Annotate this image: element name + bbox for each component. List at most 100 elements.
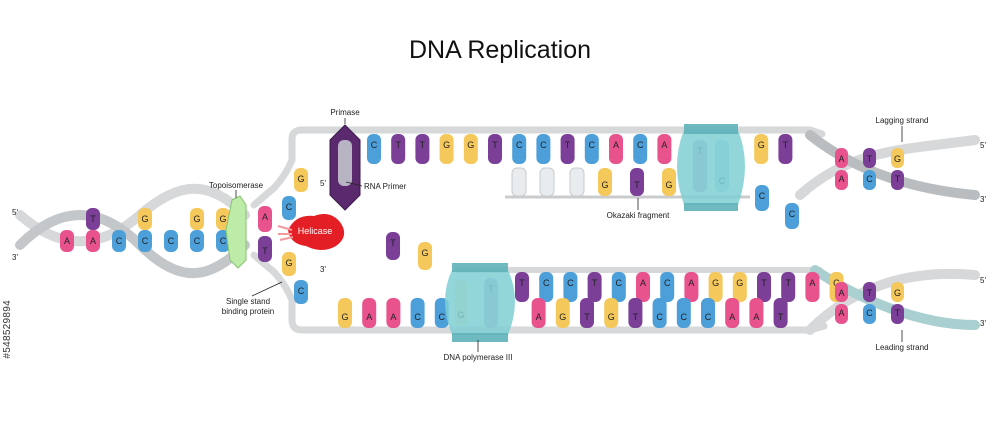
leading-strand-base: A bbox=[749, 298, 764, 328]
bottom-template-base-shape bbox=[757, 272, 771, 302]
top-strand-base-shape bbox=[536, 134, 551, 164]
upper-template-backbone bbox=[288, 126, 826, 164]
left-helix-bottom-base-shape bbox=[86, 230, 100, 252]
bottom-template-base-shape bbox=[636, 272, 650, 302]
right-helix-bottom-base-letter: A bbox=[838, 308, 844, 318]
right-helix-bottom-base-letter: C bbox=[866, 308, 873, 318]
bottom-template-base: G bbox=[708, 272, 723, 302]
left-helix-bottom-base-letter: C bbox=[168, 236, 175, 246]
bottom-template-base-letter: A bbox=[688, 278, 694, 288]
top-strand-base-letter: T bbox=[395, 140, 401, 150]
right-helix-top-base-shape bbox=[891, 170, 904, 190]
left-helix-bottom-base-shape bbox=[112, 230, 126, 252]
bottom-template-base-letter: G bbox=[712, 278, 719, 288]
bottom-template-base-shape bbox=[611, 272, 626, 302]
top-strand-base: C bbox=[512, 134, 527, 164]
fork-upper-single-base: G bbox=[294, 168, 308, 192]
upper-fork-arm bbox=[250, 156, 296, 209]
helicase bbox=[277, 214, 345, 250]
right-helix-bottom-base: T bbox=[863, 282, 876, 302]
okazaki-base-shape bbox=[598, 168, 612, 196]
left-helix-top-base-letter: G bbox=[219, 214, 226, 224]
left-bottom-end: 3' bbox=[12, 253, 18, 262]
ssb-label-line2: binding protein bbox=[222, 307, 274, 316]
free-nucleotide-mid-letter: G bbox=[421, 248, 428, 258]
free-nucleotide-mid-shape bbox=[418, 242, 432, 270]
fork-bottom-end: 3' bbox=[320, 265, 326, 274]
rna-primer-stub bbox=[539, 167, 555, 197]
leading-strand-base-shape bbox=[555, 298, 570, 328]
right-helix-bottom-base: A bbox=[835, 304, 848, 324]
leading-strand-base-shape bbox=[386, 298, 401, 328]
left-helix-top-base-letter: T bbox=[90, 214, 96, 224]
top-strand-base-letter: G bbox=[467, 140, 474, 150]
leading-strand-base-letter: C bbox=[705, 312, 712, 322]
left-helix-bottom-base: C bbox=[164, 230, 178, 252]
bottom-template-base-shape bbox=[805, 272, 820, 302]
free-nucleotide-mid-letter: T bbox=[390, 238, 396, 248]
top-strand-base: T bbox=[488, 134, 502, 164]
leading-strand-base: G bbox=[604, 298, 619, 328]
bottom-template-base-shape bbox=[515, 272, 529, 302]
leading-strand-base-shape bbox=[749, 298, 764, 328]
fork-base-letter: A bbox=[262, 212, 268, 222]
top-strand-base: A bbox=[609, 134, 623, 164]
leading-strand-base-shape bbox=[676, 298, 691, 328]
fork-lower-single-base-shape bbox=[294, 280, 308, 304]
right-helix-top-base: C bbox=[863, 170, 876, 190]
bottom-template-base-shape bbox=[732, 272, 747, 302]
right-helix-bottom-base-shape bbox=[835, 282, 848, 302]
bottom-template-base-letter: T bbox=[592, 278, 598, 288]
top-strand-base: G bbox=[754, 134, 769, 164]
top-strand-base: T bbox=[391, 134, 406, 164]
leading-strand-base-shape bbox=[725, 298, 740, 328]
leading-strand-base: A bbox=[362, 298, 377, 328]
right-helix-bottom-backbone-a bbox=[805, 268, 980, 335]
leading-strand-base: C bbox=[410, 298, 425, 328]
right-helix-bottom-base: C bbox=[863, 304, 876, 324]
right-helix-top-base-letter: A bbox=[838, 154, 844, 164]
top-strand-base-shape bbox=[439, 134, 454, 164]
right-helix-top-base-letter: G bbox=[894, 154, 901, 164]
leading-strand-base: T bbox=[580, 298, 594, 328]
right-helix-top-base-shape bbox=[835, 170, 848, 190]
helicase-shape bbox=[288, 214, 345, 250]
leader-lines bbox=[235, 118, 903, 352]
dna-polymerase-okazaki bbox=[677, 124, 745, 211]
leading-polymerase-bottom bbox=[452, 333, 508, 342]
right-bottom-end-a: 5' bbox=[980, 276, 986, 285]
left-helix-bottom-base: C bbox=[138, 230, 152, 252]
left-helix-top-base-shape bbox=[138, 208, 152, 230]
fork-upper-single-base-shape bbox=[294, 168, 308, 192]
leading-strand-base-letter: C bbox=[656, 312, 663, 322]
top-strand-base-shape bbox=[609, 134, 623, 164]
ssb-leader bbox=[251, 281, 283, 297]
left-helix-bottom-base: C bbox=[112, 230, 126, 252]
rna-primer-leader bbox=[345, 181, 363, 187]
left-helix-bottom-base: A bbox=[60, 230, 74, 252]
leading-strand-base: C bbox=[701, 298, 715, 328]
okazaki-base: G bbox=[662, 168, 676, 196]
left-helix-top-base: T bbox=[86, 208, 100, 230]
okazaki-label: Okazaki fragment bbox=[607, 211, 670, 220]
leading-strand-base-shape bbox=[604, 298, 619, 328]
left-helix-bottom-base-letter: A bbox=[90, 236, 96, 246]
bottom-template-base: T bbox=[781, 272, 796, 302]
bottom-template-base: C bbox=[611, 272, 626, 302]
left-helix-top-base-shape bbox=[86, 208, 100, 230]
right-helix-top-base: T bbox=[891, 170, 904, 190]
fork-lower-single-base-letter: G bbox=[285, 258, 292, 268]
leading-strand-base-letter: T bbox=[778, 312, 784, 322]
left-helix-top-base: G bbox=[216, 208, 230, 230]
top-strand-base-shape bbox=[778, 134, 793, 164]
left-helix-bottom-base-shape bbox=[138, 230, 152, 252]
left-helix-top-base: G bbox=[190, 208, 204, 230]
bottom-template-base: C bbox=[563, 272, 578, 302]
right-helix-top-base: T bbox=[863, 148, 876, 168]
top-strand-base-shape bbox=[657, 134, 672, 164]
right-helix-top-base-letter: C bbox=[866, 174, 873, 184]
right-helix-top-backbone-a bbox=[795, 135, 980, 200]
free-nucleotide-mid-shape bbox=[386, 232, 400, 260]
left-helix-top-base-shape bbox=[190, 208, 204, 230]
right-helix-bottom-base-shape bbox=[863, 282, 876, 302]
